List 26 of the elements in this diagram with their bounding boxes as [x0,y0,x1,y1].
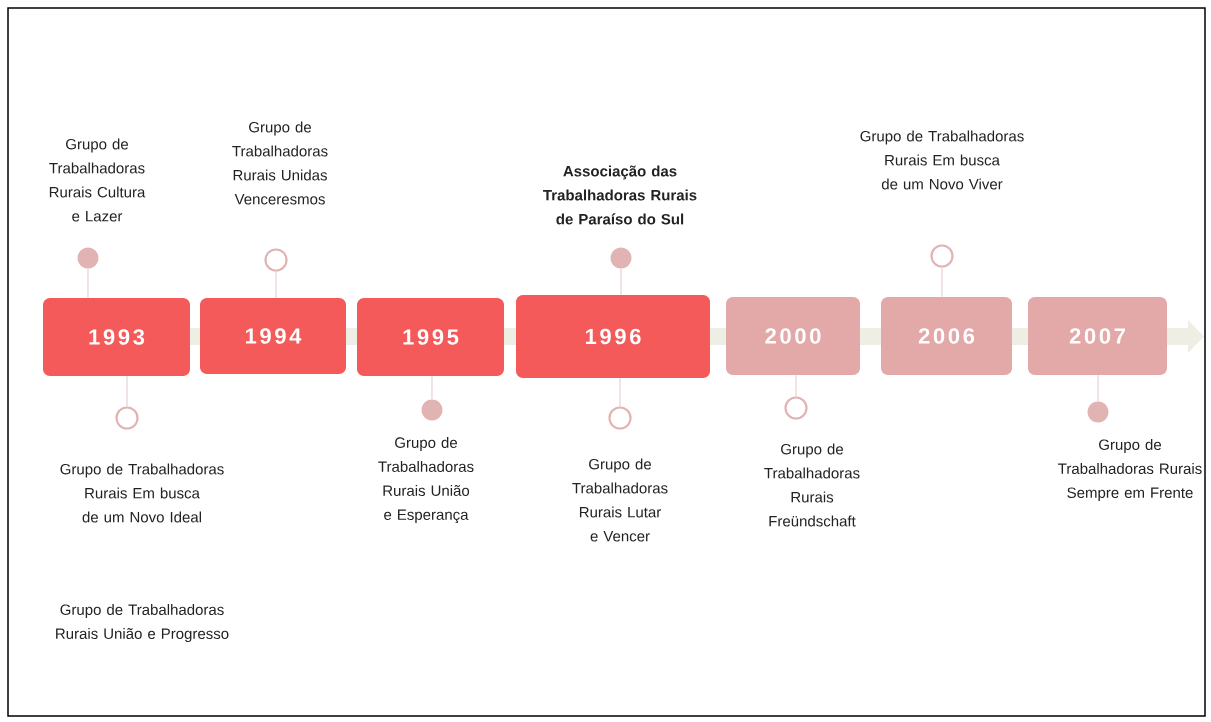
timeline-dot [784,396,808,420]
event-text: Associação das Trabalhadoras Rurais de Paraíso do Sul [543,165,697,225]
year-box: 1993 [43,298,190,376]
year-box: 2006 [881,297,1012,375]
timeline-dot [264,248,288,272]
event-text: Grupo de Trabalhadoras Rurais Sempre em Frente [1058,439,1202,501]
year-box: 1996 [516,295,710,378]
year-box: 2000 [726,297,860,375]
timeline-dot [930,244,954,268]
year-box: 1994 [200,298,346,374]
timeline-dot [1087,401,1109,423]
event-text: Grupo de Trabalhadoras Rurais Freündschaft [764,443,860,527]
event-text: Grupo de Trabalhadoras Rurais Em busca de um Novo Ideal [60,463,224,523]
timeline-dot [115,406,139,430]
event-text: Grupo de Trabalhadoras Rurais Lutar e Vencer [572,458,668,542]
event-text: Grupo de Trabalhadoras Rurais Unidas Venceresmos [232,121,328,205]
timeline-dot [610,247,632,269]
event-text: Grupo de Trabalhadoras Rurais Em busca de um Novo Viver [860,130,1024,190]
year-box: 1995 [357,298,504,376]
year-box: 2007 [1028,297,1167,375]
timeline-dot [608,406,632,430]
event-text: Grupo de Trabalhadoras Rurais União e Progresso [56,604,229,642]
event-text: Grupo de Trabalhadoras Rurais Cultura e Lazer [49,138,146,222]
timeline-dot [421,399,443,421]
event-text: Grupo de Trabalhadoras Rurais União e Esperança [378,436,474,523]
timeline-dot [77,247,99,269]
